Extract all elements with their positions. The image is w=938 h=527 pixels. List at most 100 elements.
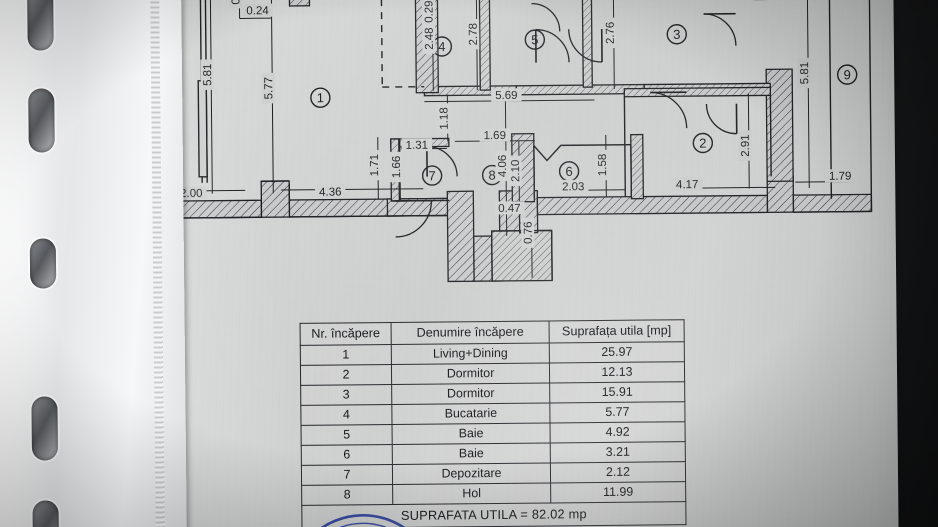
dimension-label-backing <box>521 217 535 248</box>
dimension-label: 5.69 <box>495 90 518 102</box>
room-area-cell: 25.97 <box>549 341 685 363</box>
room-number-marker-6: 6 <box>558 161 580 182</box>
dimension-label-backing <box>797 57 811 89</box>
sleeve-seam <box>150 0 165 527</box>
dimension-label-backing <box>315 184 346 199</box>
room-number-cell: 8 <box>301 484 393 506</box>
sleeve-punch-hole <box>29 238 57 289</box>
room-number-marker-2: 2 <box>692 132 714 154</box>
floor-plan-document: 10145392786 0.90.245.815.772.004.360.690… <box>93 0 899 527</box>
dimension-label: 1.66 <box>391 156 403 179</box>
dimension-label: 1.58 <box>597 154 609 177</box>
dimension-label-backing <box>738 130 752 161</box>
header-supr: Suprafața utila [mp] <box>549 319 685 343</box>
dimension-label-backing <box>595 149 609 181</box>
dimension-label: 4.06 <box>497 155 509 178</box>
room-number-cell: 2 <box>300 364 392 386</box>
total-area-cell: SUPRAFATA UTILA = 82.02 mp <box>301 501 686 527</box>
room-name-cell: Bucatarie <box>391 402 551 425</box>
room-area-cell: 3.21 <box>550 441 686 463</box>
room-number-cell: 7 <box>301 464 393 486</box>
room-number-marker-7: 7 <box>421 165 443 186</box>
dimension-label: 1.69 <box>483 130 506 142</box>
floor-plan-drawing: 10145392786 0.90.245.815.772.004.360.690… <box>93 0 898 527</box>
room-number-marker-1: 1 <box>310 87 331 108</box>
room-name-cell: Living+Dining <box>391 342 550 365</box>
dimension-label-backing <box>367 149 381 181</box>
dimension-label-backing <box>495 150 509 182</box>
sleeve-punch-hole <box>27 0 54 51</box>
dimension-label-backing <box>479 128 511 142</box>
svg-text:8: 8 <box>488 168 495 183</box>
room-number-cell: 1 <box>300 344 392 366</box>
dimension-label: 2.48 <box>424 27 436 50</box>
room-name-cell: Dormitor <box>391 362 550 385</box>
room-area-cell: 5.77 <box>549 401 686 423</box>
dimension-label: 0.76 <box>523 221 535 244</box>
room-number-marker-9: 9 <box>836 64 858 85</box>
dimension-label-backing <box>494 201 525 215</box>
room-area-cell: 2.12 <box>550 461 686 483</box>
room-number-marker-5: 5 <box>524 29 546 50</box>
dimension-label: 2.03 <box>562 181 585 193</box>
svg-text:2: 2 <box>699 136 706 151</box>
dimension-label-backing <box>671 177 703 191</box>
dimension-label-backing <box>261 72 275 104</box>
dimension-label-backing <box>824 169 856 183</box>
dimension-label: 2.10 <box>510 160 522 183</box>
walls-layer <box>130 0 873 283</box>
dimension-label-backing <box>603 17 617 49</box>
header-nume: Denumire încăpere <box>391 320 550 345</box>
dimension-label-backing <box>508 155 522 187</box>
dimension-label-backing <box>466 18 480 50</box>
dimension-label-backing <box>422 23 436 54</box>
dimension-label: 2.00 <box>180 188 203 200</box>
svg-text:9: 9 <box>843 67 850 82</box>
dimension-label-backing <box>491 88 522 102</box>
table-total-row: SUPRAFATA UTILA = 82.02 mp <box>301 501 686 527</box>
room-area-table: Nr. încăpere Denumire încăpere Suprafața… <box>300 319 687 527</box>
svg-text:3: 3 <box>673 27 680 42</box>
room-number-cell: 4 <box>300 404 393 426</box>
dimension-label: 1.79 <box>829 171 852 183</box>
room-area-cell: 11.99 <box>550 481 686 503</box>
room-area-cell: 15.91 <box>549 381 685 403</box>
dimension-label-backing <box>557 179 589 193</box>
room-name-cell: Depozitare <box>392 462 551 485</box>
header-nr: Nr. încăpere <box>300 322 392 346</box>
dimension-label: 0.9 <box>230 0 242 5</box>
room-name-cell: Hol <box>392 482 551 505</box>
svg-text:7: 7 <box>428 168 435 183</box>
room-number-cell: 5 <box>301 424 393 446</box>
svg-text:1: 1 <box>317 90 324 105</box>
dimension-label: 2.76 <box>605 22 617 45</box>
dimension-label: 4.17 <box>676 179 699 191</box>
svg-text:6: 6 <box>565 164 572 179</box>
dimension-label: 5.81 <box>202 64 214 87</box>
dimension-label: 0.29 <box>754 0 777 1</box>
dimension-label-backing <box>228 0 243 9</box>
room-number-marker-3: 3 <box>666 24 687 45</box>
svg-text:5: 5 <box>531 32 538 47</box>
room-number-cell: 3 <box>300 384 392 406</box>
dimension-label: 5.77 <box>263 77 275 100</box>
dimension-label-backing <box>200 59 214 91</box>
dimension-label: 2.78 <box>468 23 480 46</box>
dimension-label-backing <box>242 3 273 17</box>
dimension-label: 0.29 <box>423 0 435 23</box>
dimension-label-backing <box>176 186 207 200</box>
room-name-cell: Baie <box>392 422 551 445</box>
sleeve-punch-hole <box>31 396 59 461</box>
dimension-label: 5.81 <box>799 62 811 85</box>
room-area-cell: 12.13 <box>549 361 685 383</box>
dimension-labels: 0.90.245.815.772.004.360.690.292.482.781… <box>176 0 856 248</box>
room-name-cell: Dormitor <box>391 382 550 405</box>
room-number-markers: 10145392786 <box>158 24 858 186</box>
dimension-label: 4.36 <box>319 186 342 198</box>
room-name-cell: Baie <box>392 442 551 465</box>
dimension-label: 1.71 <box>369 154 381 177</box>
sleeve-punch-hole <box>32 500 60 527</box>
dimension-label-backing <box>436 103 451 134</box>
